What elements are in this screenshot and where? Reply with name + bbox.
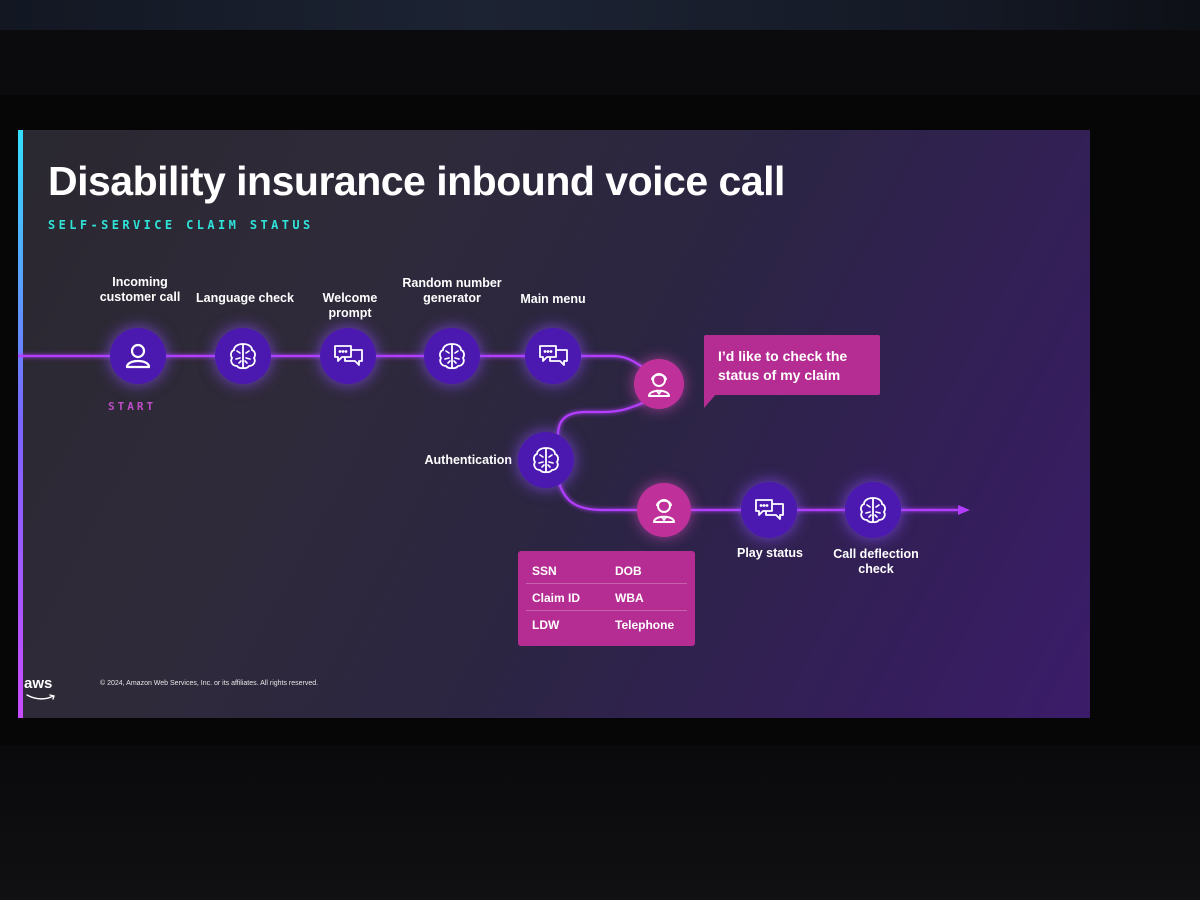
brain-icon <box>860 497 886 524</box>
copyright-text: © 2024, Amazon Web Services, Inc. or its… <box>100 680 319 687</box>
node-label-random-number-generator: Random number generator <box>402 276 502 305</box>
table-row-divider <box>526 610 687 611</box>
auth-field-dob: DOB <box>615 564 642 578</box>
aws-logo: aws <box>24 675 53 692</box>
agent-icon <box>653 499 675 523</box>
node-label-call-deflection-check: Call deflection check <box>833 547 919 576</box>
connector-from-auth <box>556 479 638 512</box>
stage-floor <box>0 745 1200 900</box>
start-label: START <box>108 400 157 413</box>
node-main-menu <box>525 328 581 384</box>
auth-field-ssn: SSN <box>532 564 557 578</box>
customer-speech-text: I’d like to check the status of my claim <box>718 348 848 383</box>
slide-subtitle: SELF-SERVICE CLAIM STATUS <box>48 218 314 232</box>
agent-icon <box>648 373 670 397</box>
node-label-language-check: Language check <box>196 291 294 305</box>
room-background <box>0 0 1200 30</box>
node-play-status <box>741 482 797 538</box>
flow-end-arrow <box>958 505 970 515</box>
chat-bubble-icon <box>539 345 568 366</box>
slide-accent-bar <box>18 130 23 718</box>
node-customer-authenticated <box>637 483 691 537</box>
node-label-welcome-prompt: Welcome prompt <box>322 291 378 320</box>
node-customer-speaking <box>634 359 684 409</box>
speech-bubble-tail <box>704 392 718 408</box>
node-authentication <box>518 432 574 488</box>
auth-field-telephone: Telephone <box>615 618 675 632</box>
chat-bubble-icon <box>334 345 363 366</box>
node-incoming-customer-call <box>110 328 166 384</box>
slide: Disability insurance inbound voice call … <box>18 130 1090 718</box>
node-language-check <box>215 328 271 384</box>
node-label-incoming-customer-call: Incoming customer call <box>99 275 181 304</box>
person-icon <box>125 343 151 369</box>
aws-smile-icon <box>26 694 55 700</box>
node-label-authentication: Authentication <box>424 453 513 467</box>
brain-icon <box>533 447 559 474</box>
brain-icon <box>439 343 465 370</box>
brain-icon <box>230 343 256 370</box>
auth-field-ldw: LDW <box>532 618 560 632</box>
auth-field-claim-id: Claim ID <box>532 591 581 605</box>
auth-field-wba: WBA <box>615 591 644 605</box>
authentication-fields-table: SSN DOB Claim ID WBA LDW Telephone <box>518 551 695 646</box>
slide-title: Disability insurance inbound voice call <box>48 158 785 204</box>
chat-bubble-icon <box>755 499 784 520</box>
node-welcome-prompt <box>320 328 376 384</box>
node-label-play-status: Play status <box>736 546 803 560</box>
customer-speech-bubble: I’d like to check the status of my claim <box>704 335 880 395</box>
node-label-main-menu: Main menu <box>520 292 586 306</box>
node-random-number-generator <box>424 328 480 384</box>
table-row-divider <box>526 583 687 584</box>
node-call-deflection-check <box>845 482 901 538</box>
